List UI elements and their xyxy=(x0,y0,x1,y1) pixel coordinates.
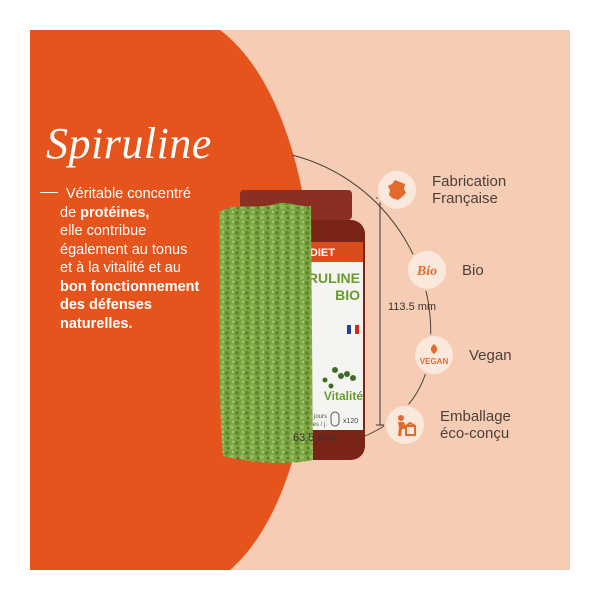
width-dimension: 63.5 mm xyxy=(293,432,336,444)
vegan-badge-icon: VEGAN xyxy=(415,336,453,374)
feature-vegan: VEGAN Vegan xyxy=(415,336,512,374)
desc-line: et à la vitalité et au xyxy=(60,260,181,276)
dimension-lines xyxy=(376,197,384,426)
desc-line: de xyxy=(60,204,81,221)
product-jar: SUPERDIET SPIRULINE BIO Vitalité jours g… xyxy=(219,190,365,463)
desc-bold: protéines, xyxy=(80,204,150,221)
feature-label: Française xyxy=(432,190,498,207)
eco-packaging-icon xyxy=(386,406,424,444)
feature-label: Bio xyxy=(462,261,484,279)
height-dimension: 113.5 mm xyxy=(388,301,437,313)
feature-label: Fabrication xyxy=(432,173,507,190)
desc-bold: bon fonctionnement xyxy=(60,278,200,295)
desc-line: également au tonus xyxy=(60,241,188,258)
desc-bold: naturelles. xyxy=(60,315,133,332)
page-title: Spiruline xyxy=(46,119,212,168)
feature-bio: Bio Bio xyxy=(408,251,484,289)
feature-label: Vegan xyxy=(469,346,512,364)
product-small-1: jours xyxy=(313,414,327,420)
description: Véritable concentré de protéines, elle c… xyxy=(40,185,240,333)
desc-line: Véritable concentré xyxy=(66,186,191,202)
feature-label: Emballage xyxy=(440,408,511,425)
banner: Spiruline Véritable concentré de protéin… xyxy=(30,30,570,570)
bio-logo-text: Bio xyxy=(416,264,437,279)
desc-bold: des défenses xyxy=(60,297,152,313)
capsule-count: x120 xyxy=(343,418,358,425)
france-map-icon xyxy=(378,171,416,209)
vegan-logo-text: VEGAN xyxy=(420,357,449,366)
product-small-2: gélules / j. xyxy=(300,422,327,428)
feature-label: éco-conçu xyxy=(440,425,510,442)
bio-leaf-icon: Bio xyxy=(408,251,446,289)
spirulina-powder xyxy=(219,202,313,463)
desc-line: elle contribue xyxy=(60,223,147,239)
product-name-bio: BIO xyxy=(335,287,360,303)
product-tagline: Vitalité xyxy=(324,389,363,403)
